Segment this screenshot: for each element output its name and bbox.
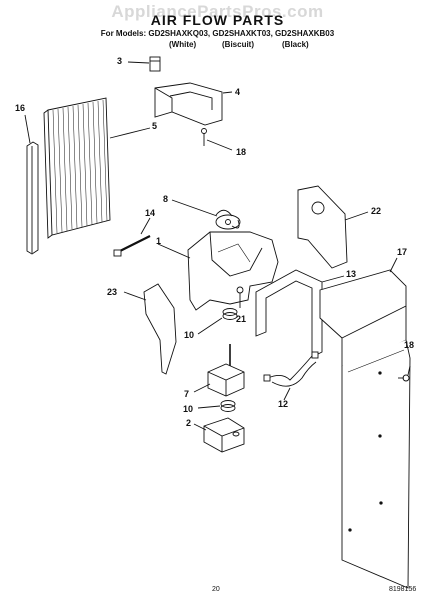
variant-white: (White) (169, 40, 197, 49)
callout-4: 4 (235, 87, 241, 97)
part-14-probe (113, 217, 151, 257)
models-line: For Models: GD2SHAXKQ03, GD2SHAXKT03, GD… (100, 29, 335, 38)
callout-23: 23 (107, 287, 118, 297)
watermark: AppliancePartsPros.com (111, 2, 324, 21)
part-17-rear-cover (319, 257, 411, 589)
callout-2: 2 (186, 418, 192, 428)
part-22-side-plate (297, 185, 369, 269)
callout-7: 7 (184, 389, 190, 399)
callout-13: 13 (346, 269, 357, 279)
callout-1: 1 (156, 236, 162, 246)
part-13-gasket (255, 269, 345, 358)
part-18-screw (201, 128, 233, 151)
part-8-fan-blade (171, 199, 241, 230)
page-title: AIR FLOW PARTS (150, 12, 285, 28)
callout-21: 21 (236, 314, 247, 324)
part-10-grommet-lower (197, 400, 236, 412)
callout-18-right: 18 (404, 340, 415, 350)
part-12-wire-harness (263, 351, 319, 401)
callout-14: 14 (145, 208, 156, 218)
callout-17: 17 (397, 247, 408, 257)
variant-biscuit: (Biscuit) (222, 40, 254, 49)
callout-12: 12 (278, 399, 289, 409)
part-5-grille (43, 97, 151, 239)
part-10-grommet-upper (197, 308, 238, 335)
part-16-strip (24, 114, 39, 255)
callout-3: 3 (117, 56, 123, 66)
part-18-screw-right (398, 365, 411, 382)
part-1-fan-housing (157, 231, 279, 311)
part-21-screw (236, 286, 244, 308)
part-3-cap (127, 56, 161, 72)
document-number: 8198156 (389, 586, 417, 593)
part-7-motor (193, 344, 245, 397)
page-number: 20 (212, 586, 220, 593)
callout-5: 5 (152, 121, 158, 131)
part-4-bracket (154, 82, 233, 126)
part-2-motor-bracket (193, 417, 245, 453)
part-23-left-duct (123, 283, 177, 375)
callout-18-top: 18 (236, 147, 247, 157)
callout-10-lower: 10 (183, 404, 194, 414)
variant-black: (Black) (282, 40, 309, 49)
callout-16: 16 (15, 103, 26, 113)
callout-10-upper: 10 (184, 330, 195, 340)
callout-8: 8 (163, 194, 169, 204)
callout-22: 22 (371, 206, 382, 216)
